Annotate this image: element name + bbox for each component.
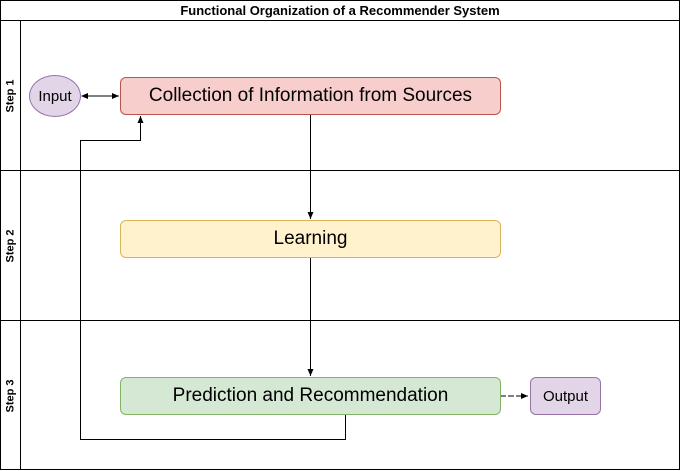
lane-label-text: Step 3 bbox=[4, 378, 17, 413]
lane-label-step-2: Step 2 bbox=[1, 171, 20, 320]
lane-label-text: Step 2 bbox=[4, 228, 17, 263]
learning-node: Learning bbox=[120, 220, 501, 258]
lane-label-step-3: Step 3 bbox=[1, 321, 20, 470]
collection-node: Collection of Information from Sources bbox=[120, 77, 501, 115]
learning-node-label: Learning bbox=[273, 228, 348, 249]
lane-label-step-1: Step 1 bbox=[1, 21, 20, 170]
edge-feedback-loop bbox=[80, 116, 346, 440]
diagram-title: Functional Organization of a Recommender… bbox=[1, 1, 679, 21]
output-node: Output bbox=[530, 377, 601, 415]
lane-label-text: Step 1 bbox=[4, 78, 17, 113]
input-node-label: Input bbox=[38, 87, 72, 105]
prediction-node: Prediction and Recommendation bbox=[120, 377, 501, 415]
input-node: Input bbox=[29, 75, 81, 117]
prediction-node-label: Prediction and Recommendation bbox=[172, 385, 449, 406]
collection-node-label: Collection of Information from Sources bbox=[148, 85, 473, 106]
output-node-label: Output bbox=[542, 387, 589, 405]
